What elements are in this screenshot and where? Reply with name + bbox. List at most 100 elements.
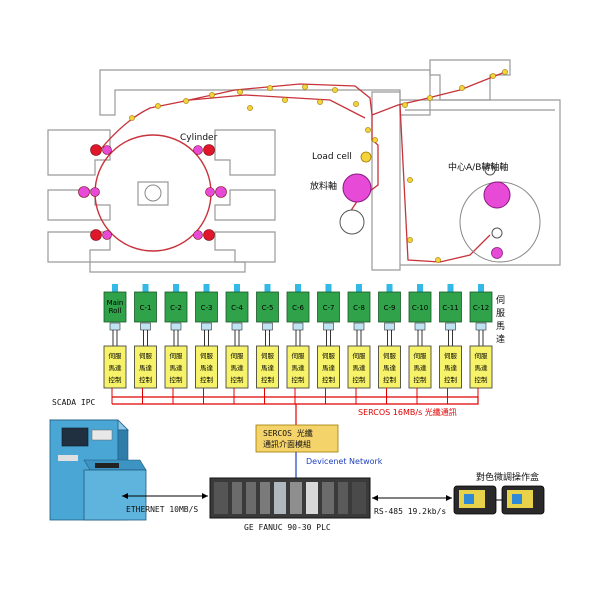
motor-label: C-1 xyxy=(140,304,152,312)
drive-label: 控制 xyxy=(475,375,489,384)
motor-encoder xyxy=(292,322,304,331)
motor-label: C-11 xyxy=(442,304,458,312)
drive-label: 馬達 xyxy=(261,363,275,372)
servo-drive xyxy=(256,345,279,389)
motor-label: C-9 xyxy=(384,304,396,312)
drive-label: 伺服 xyxy=(444,352,458,360)
motor-label: C-8 xyxy=(353,304,365,312)
drive-label: 馬達 xyxy=(444,363,458,372)
web-rollers xyxy=(129,69,508,263)
drive-label: 控制 xyxy=(414,375,428,384)
motor-label: C-5 xyxy=(262,304,274,312)
plc-rack xyxy=(209,477,371,519)
motor-encoder xyxy=(475,322,487,331)
sercos-bus-line xyxy=(112,396,479,405)
scada-ipc xyxy=(49,419,147,521)
ethernet-label: ETHERNET 10MB/S xyxy=(126,505,198,514)
servo-motor xyxy=(286,291,310,323)
motor-shaft xyxy=(264,284,271,292)
drive-label: 伺服 xyxy=(353,352,367,360)
motor-encoder xyxy=(140,322,151,331)
motor-encoder xyxy=(384,322,395,331)
machine-frame xyxy=(47,59,561,273)
motor-shaft xyxy=(142,284,149,292)
unwind-label: 放料軸 xyxy=(310,180,337,192)
drive-label: 控制 xyxy=(322,375,336,384)
servo-motor xyxy=(347,291,371,323)
rewind-roll-a xyxy=(483,181,511,209)
rewind-roll-b xyxy=(491,247,503,259)
drive-label: 馬達 xyxy=(200,363,214,372)
drive-label: 伺服 xyxy=(231,352,245,360)
drive-label: 伺服 xyxy=(109,352,123,360)
drive-label: 伺服 xyxy=(414,352,428,360)
drive-label: 控制 xyxy=(383,375,397,384)
plc-label: GE FANUC 90-30 PLC xyxy=(244,523,331,532)
drive-label: 控制 xyxy=(109,375,123,384)
servo-motor-label-3: 馬 xyxy=(496,321,505,332)
servo-motor xyxy=(378,291,401,323)
servo-motor-label-2: 服 xyxy=(496,308,505,319)
drive-label: 控制 xyxy=(444,375,458,384)
motor-encoder xyxy=(201,322,212,331)
servo-motor xyxy=(103,291,127,323)
motor-shaft xyxy=(234,284,240,292)
drive-label: 馬達 xyxy=(383,363,397,372)
drive-label: 馬達 xyxy=(170,363,184,372)
servo-motor xyxy=(256,291,279,323)
sercos-box-label-1: SERCOS 光纖 xyxy=(263,428,313,438)
drive-label: 馬達 xyxy=(353,363,367,372)
motor-shaft xyxy=(417,284,423,292)
drive-label: 伺服 xyxy=(170,352,184,360)
motor-label: C-2 xyxy=(170,304,182,312)
scada-label: SCADA IPC xyxy=(52,398,96,407)
servo-drive xyxy=(317,345,340,389)
motor-encoder xyxy=(170,322,182,331)
motor-encoder xyxy=(353,322,365,331)
servo-motor-label-4: 達 xyxy=(496,333,505,345)
motor-encoder xyxy=(323,322,334,331)
motor-label: C-10 xyxy=(412,304,428,312)
cylinder-label: Cylinder xyxy=(180,133,218,143)
rewind-idler xyxy=(484,164,496,176)
motor-shaft xyxy=(203,284,210,292)
servo-drive xyxy=(347,345,371,389)
web-path xyxy=(99,71,506,263)
print-unit-rollers xyxy=(78,144,227,241)
servo-drive xyxy=(103,345,127,389)
motor-label: C-7 xyxy=(323,304,335,312)
drive-label: 馬達 xyxy=(139,363,153,372)
motor-shaft xyxy=(112,284,118,292)
devicenet-label: Devicenet Network xyxy=(306,457,383,466)
center-ab-label: 中心A/B轉軸軸 xyxy=(448,161,508,173)
unwind-roll xyxy=(342,173,372,203)
drive-label: 伺服 xyxy=(475,352,489,360)
servo-motor xyxy=(439,291,462,323)
drive-label: 伺服 xyxy=(139,352,153,360)
motor-shaft xyxy=(295,284,301,292)
drive-label: 控制 xyxy=(292,375,306,384)
servo-drive xyxy=(164,345,188,389)
servo-drive xyxy=(225,345,249,389)
motor-label: C-3 xyxy=(201,304,213,312)
drive-label: 控制 xyxy=(231,375,245,384)
drive-label: 伺服 xyxy=(261,352,275,360)
servo-motor xyxy=(408,291,432,323)
servo-motor-label-1: 伺 xyxy=(496,294,505,306)
drive-label: 伺服 xyxy=(200,352,214,360)
drive-label: 伺服 xyxy=(322,352,336,360)
motor-encoder xyxy=(231,322,243,331)
sercos-bus-label: SERCOS 16MB/s 光纖通訊 xyxy=(358,407,457,417)
drive-label: 控制 xyxy=(200,375,214,384)
